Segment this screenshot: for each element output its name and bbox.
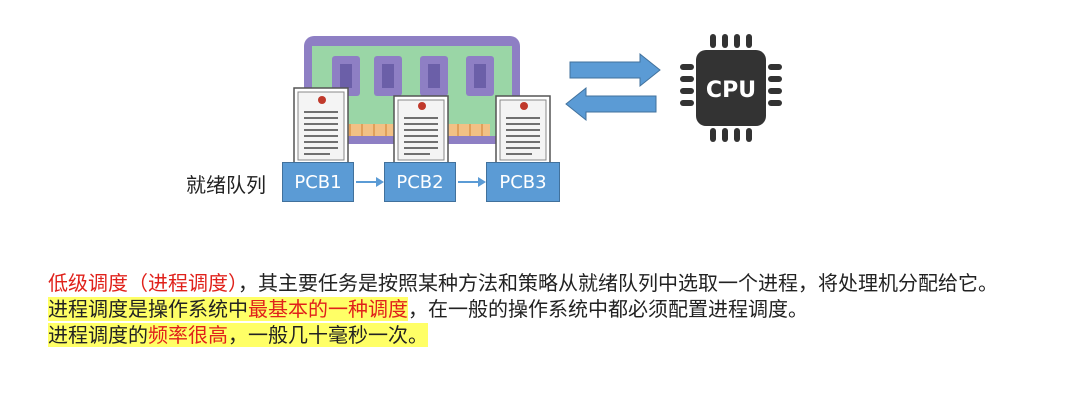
- highlight-text: ，一般几十毫秒一次。: [228, 323, 428, 347]
- pcb-box: PCB3: [486, 162, 560, 202]
- ready-queue-label: 就绪队列: [186, 173, 266, 197]
- plain-text: ，在一般的操作系统中都必须配置进程调度。: [408, 297, 808, 321]
- arrow-right-icon: [569, 52, 661, 88]
- emphasis-text: 频率很高: [148, 323, 228, 347]
- highlight-text: 进程调度是操作系统中: [48, 297, 248, 321]
- emphasis-text: 最基本的一种调度: [248, 297, 408, 321]
- pcb-box: PCB1: [282, 162, 354, 202]
- cpu-chip-icon: CPU: [680, 34, 782, 142]
- term-low-level-scheduling: 低级调度（进程调度）: [48, 271, 238, 295]
- document-icon: [393, 95, 449, 165]
- definition-text: ，其主要任务是按照某种方法和策略从就绪队列中选取一个进程，将处理机分配给它。: [238, 271, 998, 295]
- highlight-text: 进程调度的: [48, 323, 148, 347]
- description-text: 低级调度（进程调度），其主要任务是按照某种方法和策略从就绪队列中选取一个进程，将…: [48, 270, 1048, 348]
- arrow-left-icon: [565, 86, 657, 122]
- paragraph-definition: 低级调度（进程调度），其主要任务是按照某种方法和策略从就绪队列中选取一个进程，将…: [48, 270, 1048, 296]
- pcb-box: PCB2: [384, 162, 456, 202]
- paragraph-frequency: 进程调度的频率很高，一般几十毫秒一次。: [48, 322, 1048, 348]
- document-icon: [495, 95, 551, 165]
- diagram-canvas: CPU: [293, 34, 782, 187]
- pcb-link-arrow: [458, 177, 486, 187]
- document-icon: [293, 87, 349, 165]
- cpu-label: CPU: [706, 78, 756, 103]
- scheduling-diagram: CPU 就绪队列 PCB1 PCB2 PCB3: [186, 34, 782, 202]
- pcb-link-arrow: [356, 177, 384, 187]
- paragraph-importance: 进程调度是操作系统中最基本的一种调度，在一般的操作系统中都必须配置进程调度。: [48, 296, 1048, 322]
